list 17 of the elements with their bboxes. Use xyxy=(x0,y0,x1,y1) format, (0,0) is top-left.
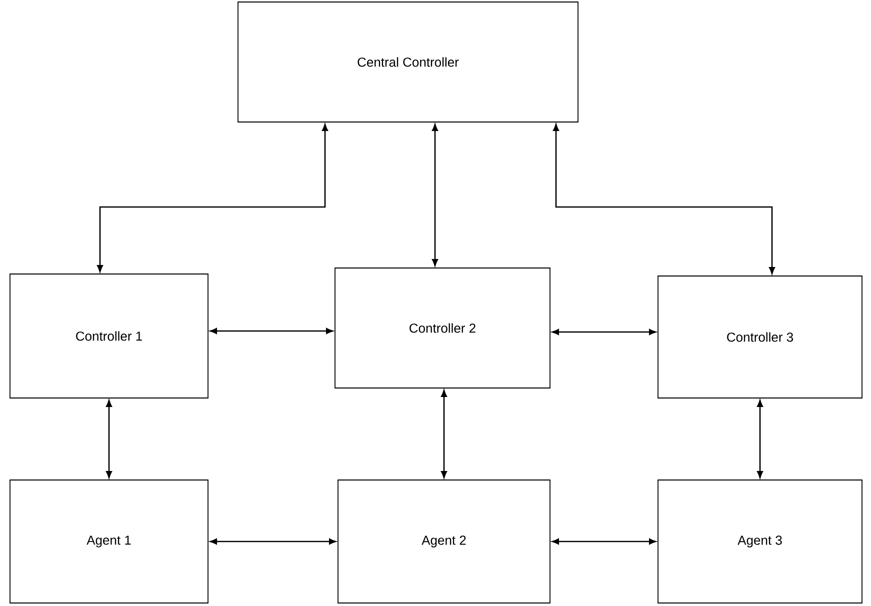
arrow xyxy=(757,400,763,478)
controller-box: Controller 1 xyxy=(10,274,208,398)
arrow xyxy=(210,328,334,334)
arrow xyxy=(210,538,336,544)
controller-box: Controller 2 xyxy=(334,268,550,388)
agent-box: Agent 2 xyxy=(338,480,550,604)
arrow xyxy=(106,400,112,478)
agent-box: Agent 1 xyxy=(10,480,208,604)
controller-box: Controller 3 xyxy=(658,276,862,398)
arrow xyxy=(552,538,656,544)
arrow xyxy=(432,124,438,266)
agent-box: Agent 3 xyxy=(658,480,862,604)
arrow xyxy=(552,329,656,335)
arrow xyxy=(441,390,447,478)
arrow xyxy=(97,124,328,272)
controller-box: Central Controller xyxy=(238,2,578,122)
arrow xyxy=(553,124,775,274)
